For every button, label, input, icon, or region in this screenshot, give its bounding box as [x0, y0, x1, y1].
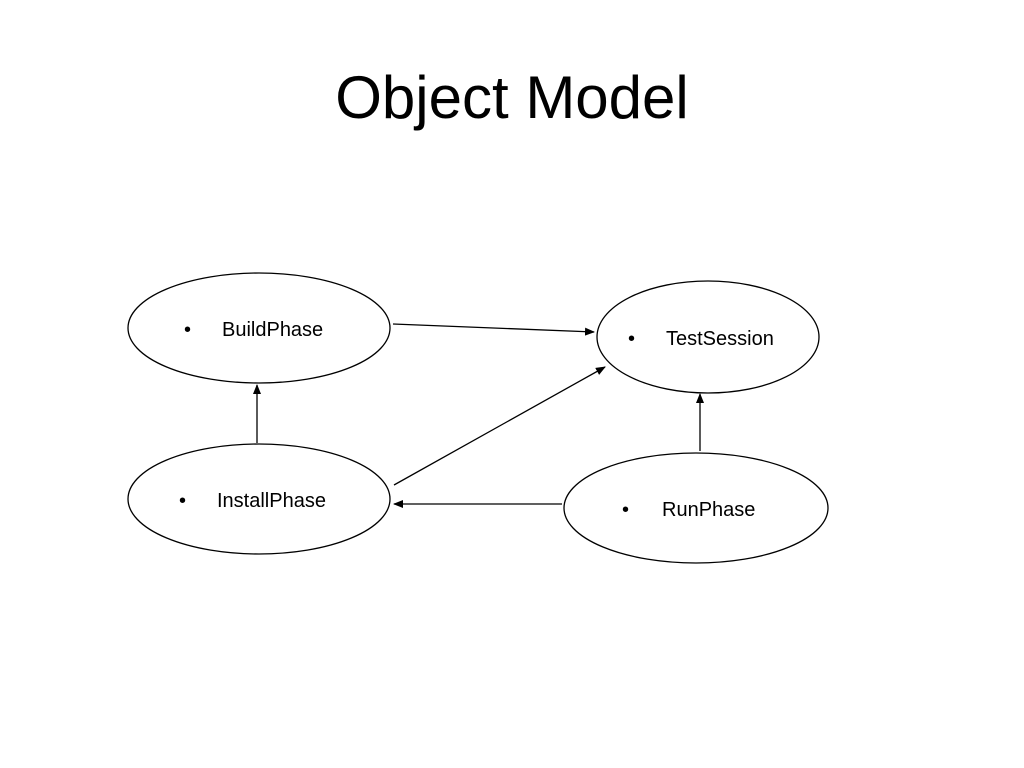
node-buildphase-bullet: • — [184, 319, 191, 341]
node-installphase: • InstallPhase — [127, 443, 391, 555]
node-installphase-label: InstallPhase — [217, 490, 326, 512]
node-runphase-label: RunPhase — [662, 499, 755, 521]
node-installphase-ellipse — [127, 443, 391, 555]
edge-installphase-to-testsession — [393, 366, 606, 486]
slide-title: Object Model — [335, 64, 689, 131]
edge-buildphase-to-testsession — [392, 323, 595, 336]
node-testsession-ellipse — [596, 280, 820, 394]
node-testsession-label: TestSession — [666, 328, 774, 350]
node-testsession: • TestSession — [596, 280, 820, 394]
node-buildphase-ellipse — [127, 272, 391, 384]
node-buildphase: • BuildPhase — [127, 272, 391, 384]
node-buildphase-label: BuildPhase — [222, 319, 323, 341]
node-runphase-ellipse — [563, 452, 829, 564]
node-runphase-bullet: • — [622, 499, 629, 521]
node-runphase: • RunPhase — [563, 452, 829, 564]
node-installphase-bullet: • — [179, 490, 186, 512]
node-testsession-bullet: • — [628, 328, 635, 350]
